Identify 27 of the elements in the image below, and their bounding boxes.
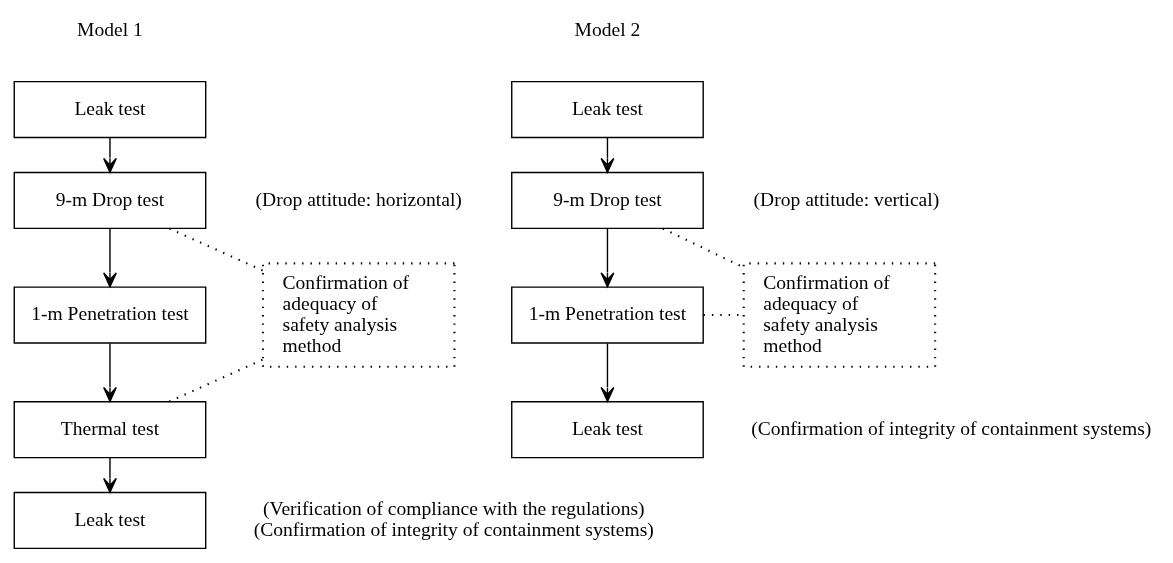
arrow — [103, 457, 117, 494]
node-label: (Verification of compliance with the regulations) — [262, 498, 645, 520]
label: Model 2 — [574, 18, 641, 40]
node-box: 1-m Penetration test — [13, 286, 207, 344]
node-label: (Drop attitude: horizontal) — [255, 188, 462, 210]
node-box: Leak test — [511, 401, 704, 459]
arrow — [103, 137, 117, 173]
node-box: Leak test — [511, 80, 704, 139]
node-box: 9-m Drop test — [511, 171, 704, 230]
node-label: (Confirmation of integrity of containment systems) — [253, 519, 654, 541]
node-box: Thermal test — [13, 401, 207, 459]
arrow — [103, 342, 117, 403]
connector — [168, 358, 264, 403]
node-label: (Confirmation of integrity of containment systems) — [751, 417, 1152, 439]
label: Model 1 — [77, 18, 143, 40]
arrow — [600, 137, 615, 173]
arrow — [103, 228, 117, 288]
node-box: Confirmation of adequacy of safety analysis method — [261, 262, 456, 368]
arrow — [600, 228, 615, 288]
node-box: Confirmation of adequacy of safety analysis method — [742, 262, 937, 368]
node-box: Leak test — [13, 491, 207, 550]
node-label: (Drop attitude: vertical) — [753, 188, 940, 210]
node-box: 9-m Drop test — [13, 171, 207, 230]
connector — [169, 227, 264, 272]
node-box: 1-m Penetration test — [511, 286, 704, 344]
node-box: Leak test — [13, 80, 207, 139]
arrow — [600, 342, 615, 403]
